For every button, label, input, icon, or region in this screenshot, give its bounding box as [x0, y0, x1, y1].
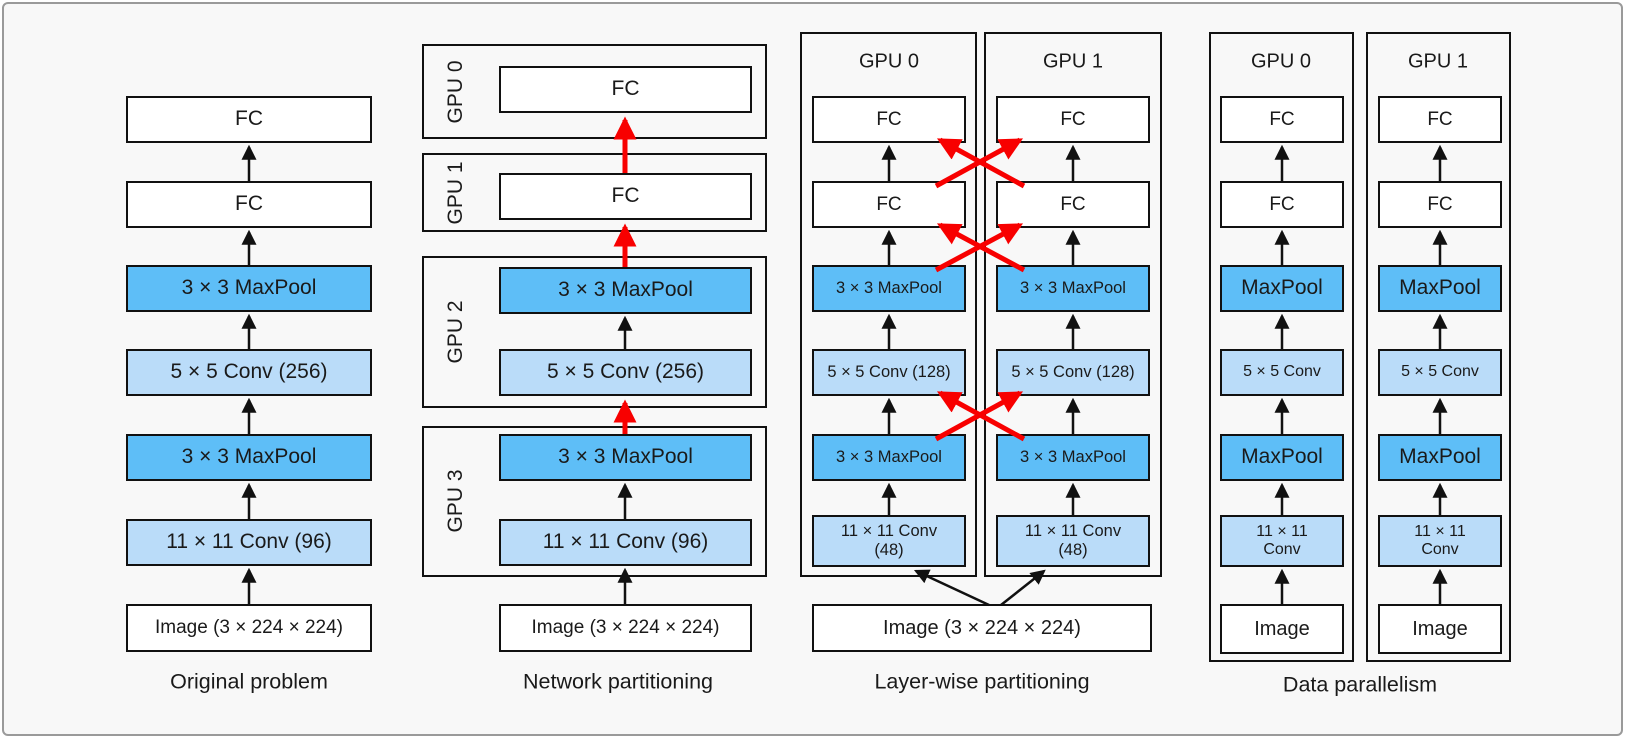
layer-box-maxpool: MaxPool: [1220, 265, 1344, 312]
layer-box-conv: 11 × 11 Conv: [1378, 515, 1502, 567]
gpu-label: GPU 0: [1250, 50, 1312, 73]
image-box: Image: [1378, 604, 1502, 654]
layer-box-fc: FC: [1378, 181, 1502, 228]
layer-box-conv: 11 × 11 Conv: [1220, 515, 1344, 567]
layer-box-fc: FC: [126, 96, 372, 143]
image-box: Image: [1220, 604, 1344, 654]
panel-caption: Network partitioning: [522, 669, 714, 694]
layer-box-conv: 11 × 11 Conv (48): [812, 515, 966, 567]
layer-box-fc: FC: [1220, 181, 1344, 228]
gpu-container: [422, 44, 767, 139]
layer-box-fc: FC: [1378, 96, 1502, 143]
gpu-container: [984, 32, 1162, 577]
gpu-label: GPU 1: [444, 161, 467, 225]
panel-caption: Original problem: [170, 669, 328, 694]
panel-caption: Data parallelism: [1282, 672, 1438, 697]
layer-box-conv: 5 × 5 Conv (256): [499, 349, 752, 396]
gpu-container: [422, 256, 767, 408]
gpu-label: GPU 1: [1407, 50, 1469, 73]
layer-box-conv: 5 × 5 Conv: [1220, 349, 1344, 396]
layer-box-conv: 5 × 5 Conv (128): [996, 349, 1150, 396]
layer-box-fc: FC: [499, 66, 752, 113]
layer-box-maxpool: 3 × 3 MaxPool: [812, 434, 966, 481]
layer-box-maxpool: 3 × 3 MaxPool: [126, 265, 372, 312]
layer-box-maxpool: MaxPool: [1378, 265, 1502, 312]
layer-box-fc: FC: [996, 96, 1150, 143]
layer-box-maxpool: 3 × 3 MaxPool: [499, 267, 752, 314]
layer-box-conv: 11 × 11 Conv (96): [499, 519, 752, 566]
layer-box-fc: FC: [812, 96, 966, 143]
gpu-container: [422, 426, 767, 577]
gpu-label: GPU 1: [1042, 50, 1104, 73]
layer-box-fc: FC: [1220, 96, 1344, 143]
gpu-label: GPU 3: [444, 469, 467, 533]
image-box: Image (3 × 224 × 224): [812, 604, 1152, 652]
image-box: Image (3 × 224 × 224): [126, 604, 372, 652]
layer-box-conv: 5 × 5 Conv (256): [126, 349, 372, 396]
layer-box-maxpool: 3 × 3 MaxPool: [499, 434, 752, 481]
layer-box-conv: 5 × 5 Conv: [1378, 349, 1502, 396]
gpu-container: [1366, 32, 1511, 662]
gpu-label: GPU 0: [858, 50, 920, 73]
layer-box-fc: FC: [996, 181, 1150, 228]
layer-box-maxpool: 3 × 3 MaxPool: [996, 434, 1150, 481]
layer-box-maxpool: MaxPool: [1378, 434, 1502, 481]
layer-box-conv: 11 × 11 Conv (48): [996, 515, 1150, 567]
gpu-label: GPU 2: [444, 300, 467, 364]
image-box: Image (3 × 224 × 224): [499, 604, 752, 652]
layer-box-maxpool: 3 × 3 MaxPool: [126, 434, 372, 481]
layer-box-fc: FC: [812, 181, 966, 228]
gpu-container: [1209, 32, 1354, 662]
layer-box-fc: FC: [499, 173, 752, 220]
layer-box-maxpool: MaxPool: [1220, 434, 1344, 481]
layer-box-conv: 5 × 5 Conv (128): [812, 349, 966, 396]
gpu-container: [422, 153, 767, 232]
layer-box-fc: FC: [126, 181, 372, 228]
gpu-container: [800, 32, 977, 577]
layer-box-maxpool: 3 × 3 MaxPool: [996, 265, 1150, 312]
gpu-label: GPU 0: [444, 60, 467, 124]
panel-caption: Layer-wise partitioning: [874, 669, 1090, 694]
layer-box-conv: 11 × 11 Conv (96): [126, 519, 372, 566]
layer-box-maxpool: 3 × 3 MaxPool: [812, 265, 966, 312]
